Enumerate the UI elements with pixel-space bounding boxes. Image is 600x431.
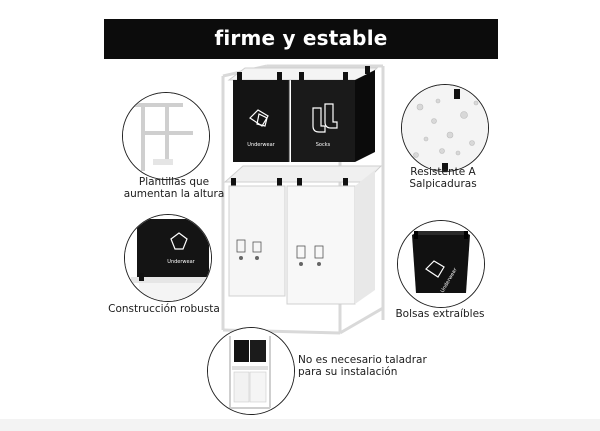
laundry-hamper-image: Underwear Socks	[221, 64, 385, 335]
caption-robust-line1: Construcción robusta	[108, 303, 220, 315]
feature-circle-height-pads	[122, 92, 210, 180]
caption-splash-line1: Resistente A	[410, 166, 476, 178]
caption-height-pads-line2: aumentan la altura	[123, 188, 225, 200]
feature-circle-robust: Underwear	[124, 214, 212, 302]
feature-circle-bags: Underwear	[397, 220, 485, 308]
caption-bags-line1: Bolsas extraíbles	[395, 308, 485, 320]
banner-title: firme y estable	[214, 26, 388, 50]
frame-corner-image	[123, 93, 209, 179]
hamper-corner-image: Underwear	[125, 215, 211, 301]
caption-no-drill-line1: No es necesario taladrar	[298, 354, 427, 366]
caption-height-pads: Plantillas que aumentan la altura	[122, 176, 226, 200]
bag-label-underwear: Underwear	[247, 142, 275, 148]
water-droplets-image	[402, 85, 488, 171]
caption-no-drill: No es necesario taladrar para su instala…	[298, 354, 427, 378]
feature-circle-no-drill	[207, 327, 295, 415]
caption-splash: Resistente A Salpicaduras	[398, 166, 488, 190]
assembled-hamper-image	[208, 328, 294, 414]
robust-bag-label: Underwear	[167, 259, 195, 265]
caption-bags: Bolsas extraíbles	[392, 308, 488, 320]
bottom-strip	[0, 419, 600, 431]
caption-height-pads-line1: Plantillas que	[138, 176, 210, 188]
caption-robust: Construcción robusta	[104, 303, 224, 315]
caption-no-drill-line2: para su instalación	[298, 366, 398, 378]
bag-label-socks: Socks	[316, 142, 331, 148]
title-banner: firme y estable	[104, 19, 498, 59]
removable-bag-image: Underwear	[398, 221, 484, 307]
caption-splash-line2: Salpicaduras	[409, 178, 477, 190]
feature-circle-splash	[401, 84, 489, 172]
